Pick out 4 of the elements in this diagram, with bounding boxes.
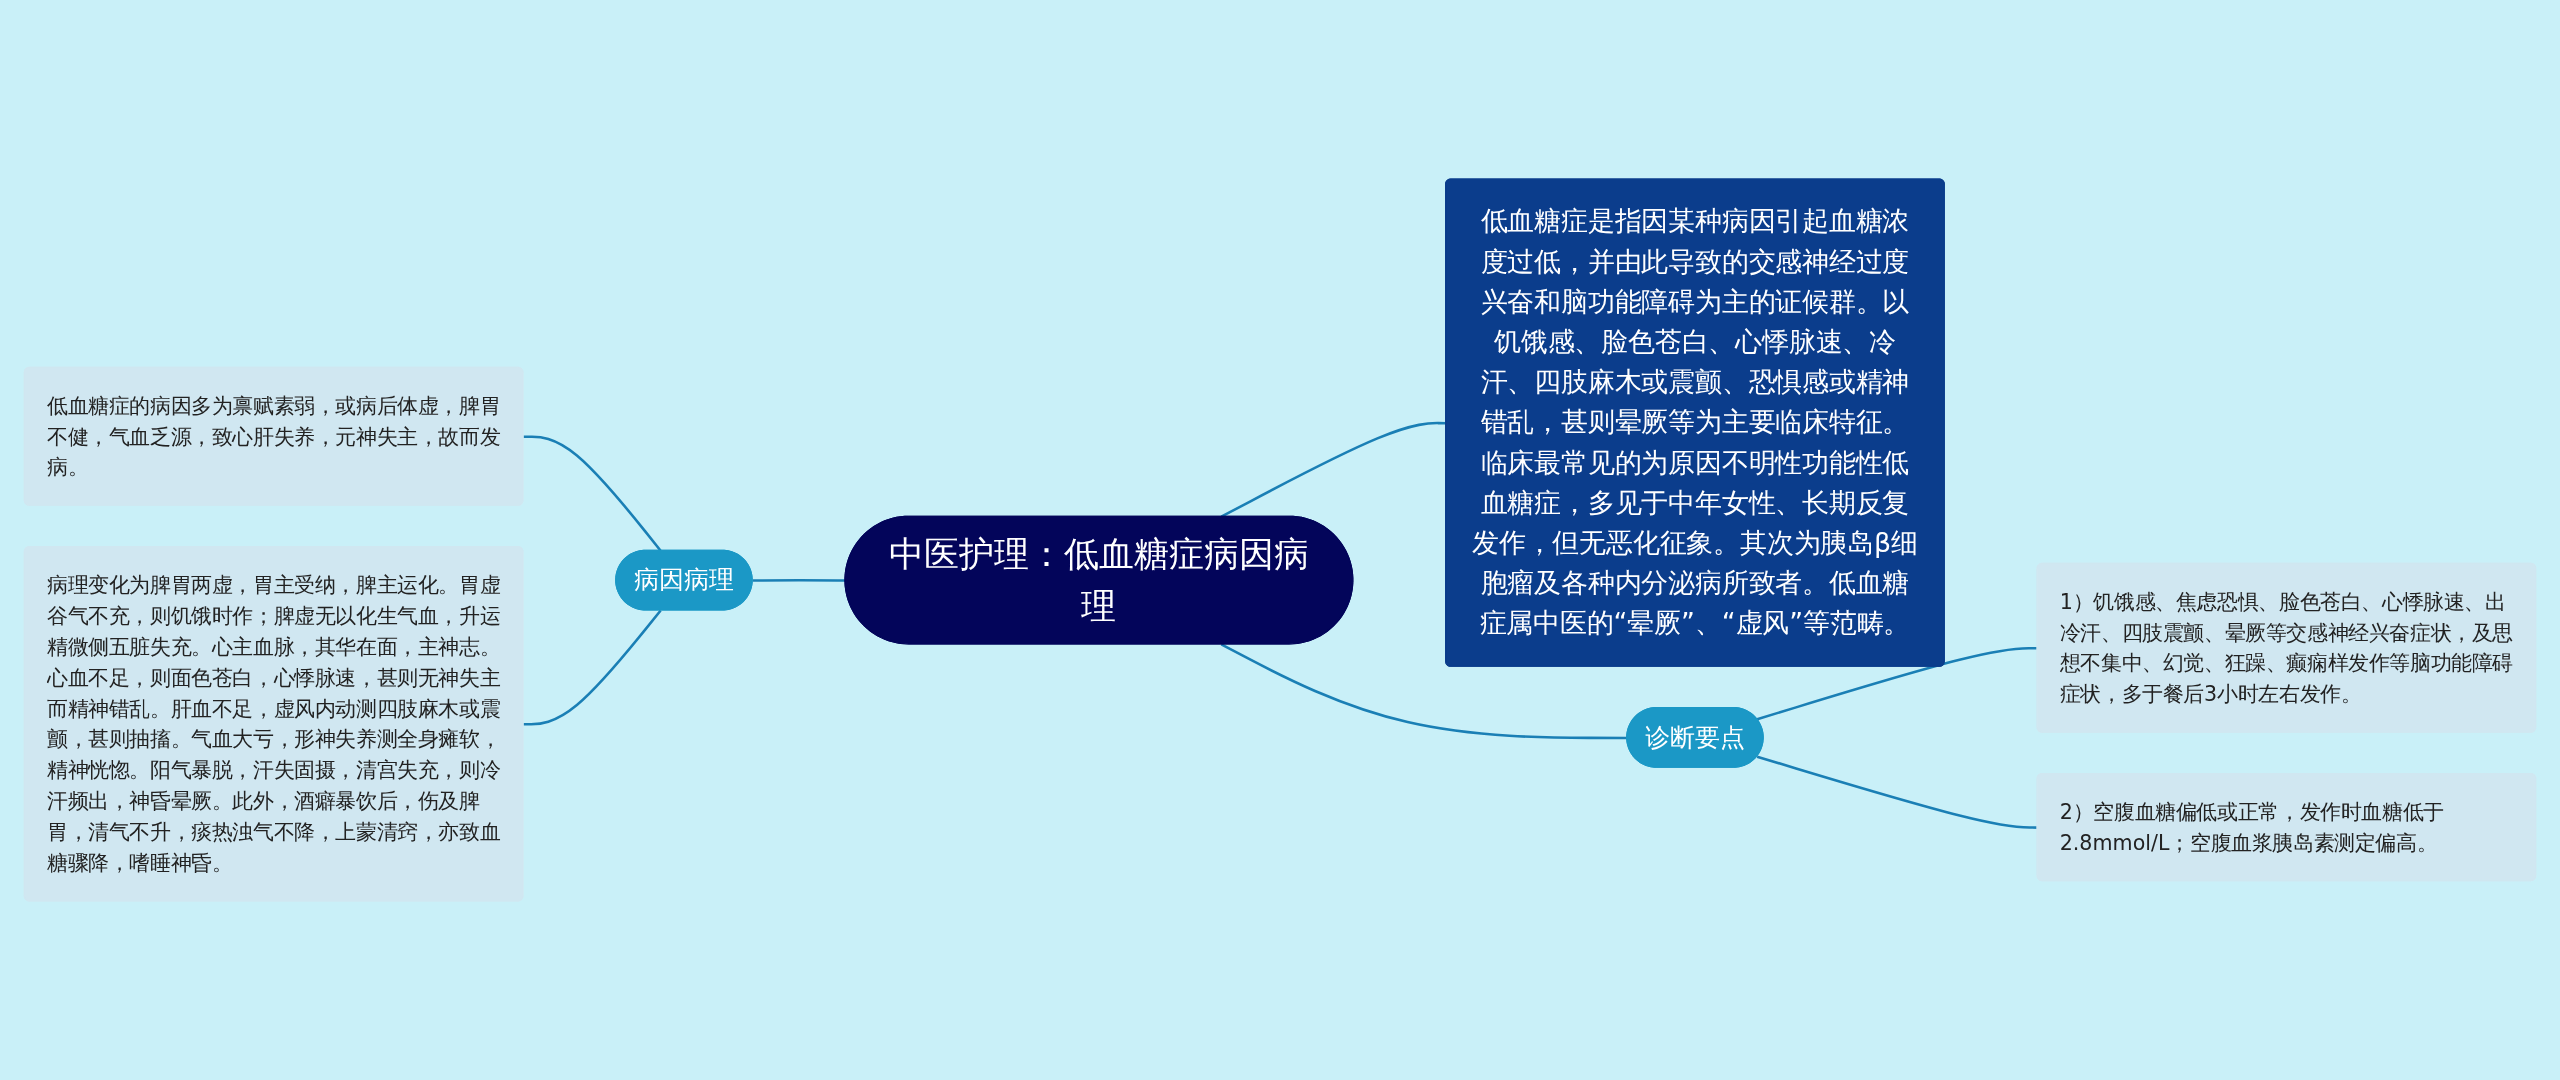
- connector: [1756, 646, 2038, 721]
- connector: [1756, 755, 2038, 829]
- connector: [523, 435, 662, 552]
- connector: [523, 609, 662, 726]
